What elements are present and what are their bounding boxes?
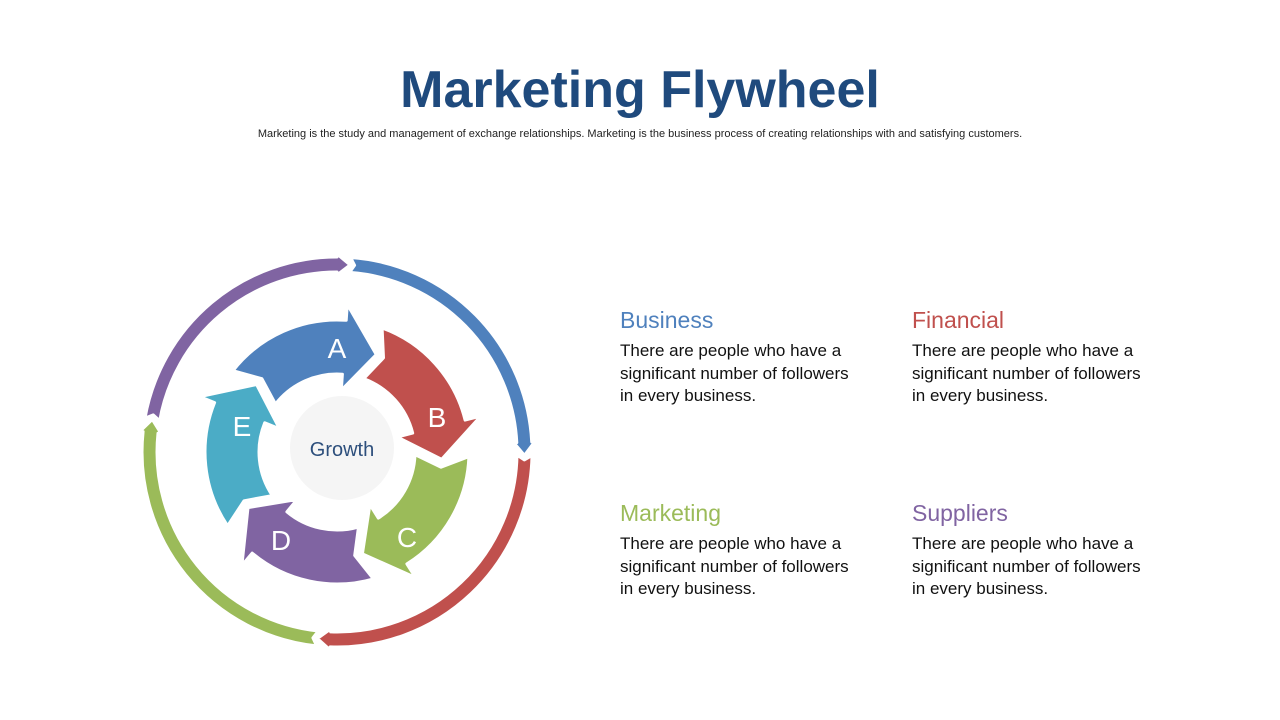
card-business: Business There are people who have a sig… (620, 306, 880, 408)
segment-letter-b: B (428, 402, 447, 433)
page-subtitle: Marketing is the study and management of… (257, 128, 1023, 140)
outer-arrow-blue (348, 256, 537, 457)
page-title: Marketing Flywheel (400, 61, 880, 119)
outer-ring (138, 252, 537, 652)
inner-arrow-a (231, 302, 378, 406)
card-financial: Financial There are people who have a si… (912, 306, 1172, 408)
inner-arrow-c (360, 453, 471, 579)
card-suppliers: Suppliers There are people who have a si… (912, 499, 1172, 601)
card-text-business: There are people who have a significant … (620, 341, 849, 405)
segment-letter-c: C (397, 522, 417, 553)
inner-arrow-e (198, 383, 281, 528)
card-title-business: Business (620, 307, 714, 333)
inner-ring: A B C D E (198, 302, 483, 586)
card-text-financial: There are people who have a significant … (912, 341, 1141, 405)
card-title-financial: Financial (912, 307, 1005, 333)
outer-arrow-red (315, 453, 534, 652)
inner-arrow-d (240, 498, 375, 586)
card-marketing: Marketing There are people who have a si… (620, 499, 880, 601)
segment-letter-e: E (233, 411, 252, 442)
inner-arrow-b (362, 326, 483, 461)
card-title-suppliers: Suppliers (912, 500, 1008, 526)
center-label: Growth (310, 439, 374, 461)
card-text-suppliers: There are people who have a significant … (912, 534, 1141, 598)
segment-letter-a: A (328, 333, 347, 364)
segment-letter-d: D (271, 525, 291, 556)
outer-arrow-purple (143, 252, 352, 423)
card-title-marketing: Marketing (620, 500, 721, 526)
card-text-marketing: There are people who have a significant … (620, 534, 849, 598)
outer-arrow-green (138, 417, 320, 648)
center-circle (290, 396, 394, 500)
